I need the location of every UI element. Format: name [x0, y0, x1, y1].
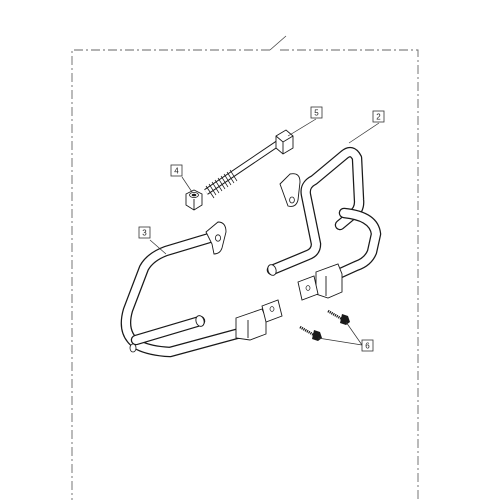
bolt-hex-head: [275, 129, 294, 155]
boundary-leader: [269, 35, 287, 51]
callout-5-label: 5: [314, 108, 319, 117]
left-crash-bar: [120, 221, 283, 358]
nut: [185, 189, 203, 211]
callout-4-label: 4: [174, 166, 179, 175]
bolt-thread: [208, 169, 238, 196]
callout-6: 6: [361, 339, 374, 352]
kit-boundary: [71, 35, 419, 500]
callout-5: 5: [310, 106, 323, 119]
leader-lines: [149, 118, 380, 346]
flange-bolt-lower: [299, 325, 322, 341]
long-bolt: [204, 129, 294, 199]
right-crash-bar: [266, 146, 382, 301]
flange-bolt-upper: [327, 309, 350, 325]
callout-4: 4: [170, 164, 183, 177]
callout-6-label: 6: [365, 341, 370, 350]
callout-3: 3: [138, 226, 151, 239]
callout-2-label: 2: [376, 112, 381, 121]
callout-2: 2: [372, 110, 385, 123]
callout-3-label: 3: [142, 228, 147, 237]
